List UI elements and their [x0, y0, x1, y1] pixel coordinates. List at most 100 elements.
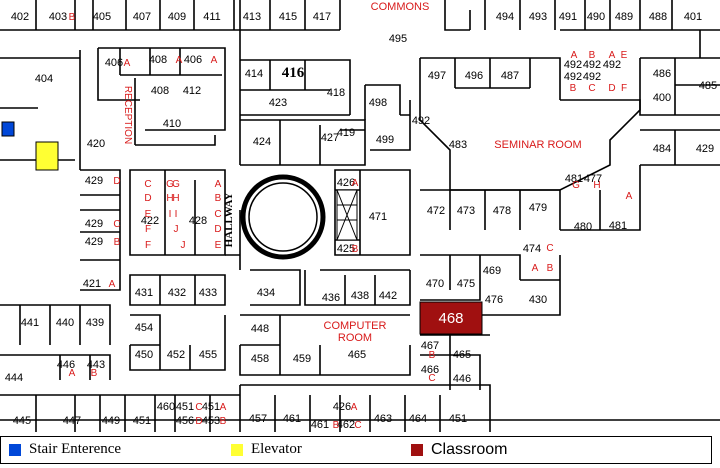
room-label-467: 467 — [421, 340, 439, 352]
room-label-479: 479 — [529, 202, 547, 214]
room-label-493: 493 — [529, 11, 547, 23]
legend-label-elevator: Elevator — [251, 441, 302, 457]
room-label-478: 478 — [493, 205, 511, 217]
room-suffix-label: B — [91, 368, 98, 379]
room-label-441: 441 — [21, 317, 39, 329]
stairs-426 — [336, 189, 358, 241]
room-suffix-label: H — [166, 193, 173, 204]
room-label-451: 451 — [133, 415, 151, 427]
room-label-461: 461 — [283, 413, 301, 425]
room-label-446: 446 — [453, 373, 471, 385]
room-suffix-label: B — [333, 420, 340, 431]
reception-label: RECEPTION — [122, 86, 133, 144]
room-suffix-label: C — [113, 219, 120, 230]
room-suffix-label: A — [211, 55, 218, 66]
room-label-426: 426 — [337, 177, 355, 189]
room-label-429: 429 — [696, 143, 714, 155]
atrium-circle — [240, 174, 326, 260]
room-label-408: 408 — [149, 54, 167, 66]
room-label-456: 456 — [176, 415, 194, 427]
room-label-403: 403 — [49, 11, 67, 23]
room-suffix-label: I — [169, 209, 172, 220]
room-label-430: 430 — [529, 294, 547, 306]
room-label-415: 415 — [279, 11, 297, 23]
room-label-471: 471 — [369, 211, 387, 223]
stair-swatch-icon — [9, 443, 21, 456]
room-label-429: 429 — [85, 218, 103, 230]
room-suffix-label: E — [215, 240, 222, 251]
room-label-444: 444 — [5, 372, 23, 384]
room-suffix-label: B — [570, 83, 577, 94]
room-label-406: 406 — [105, 57, 123, 69]
room-suffix-label: D — [214, 224, 221, 235]
room-label-413: 413 — [243, 11, 261, 23]
room-suffix-label: A — [69, 368, 76, 379]
room-label-459: 459 — [293, 353, 311, 365]
legend-item-stair: Stair Enterence — [9, 441, 121, 458]
legend-item-elevator: Elevator — [231, 441, 302, 458]
room-suffix-label: E — [621, 50, 628, 61]
room-suffix-label: A — [220, 402, 227, 413]
room-label-438: 438 — [351, 290, 369, 302]
room-label-483: 483 — [449, 139, 467, 151]
room-label-406: 406 — [184, 54, 202, 66]
room-suffix-label: A — [609, 50, 616, 61]
room-suffix-label: A — [351, 402, 358, 413]
room-label-492: 492 — [564, 59, 582, 71]
room-label-488: 488 — [649, 11, 667, 23]
room-label-414: 414 — [245, 68, 263, 80]
room-label-428: 428 — [189, 215, 207, 227]
room-label-465: 465 — [453, 349, 471, 361]
room-label-485: 485 — [699, 80, 717, 92]
room-label-422: 422 — [141, 215, 159, 227]
room-label-411: 411 — [203, 11, 221, 23]
room-label-451: 451 — [176, 401, 194, 413]
commons-label: COMMONS — [371, 1, 430, 13]
room-label-407: 407 — [133, 11, 151, 23]
classroom-468[interactable] — [419, 301, 483, 335]
room-label-472: 472 — [427, 205, 445, 217]
room-label-490: 490 — [587, 11, 605, 23]
room-label-451: 451 — [202, 401, 220, 413]
room-label-492: 492 — [603, 59, 621, 71]
room-label-436: 436 — [322, 292, 340, 304]
room-suffix-label: B — [220, 416, 227, 427]
room-label-401: 401 — [684, 11, 702, 23]
room-label-431: 431 — [135, 287, 153, 299]
room-label-445: 445 — [13, 415, 31, 427]
elevator-swatch-icon — [231, 443, 243, 456]
room-suffix-label: C — [428, 373, 435, 384]
room-suffix-label: A — [124, 58, 131, 69]
room-label-469: 469 — [483, 265, 501, 277]
room-label-465: 465 — [348, 349, 366, 361]
room-suffix-label: B — [114, 237, 121, 248]
room-suffix-label: C — [214, 209, 221, 220]
room-label-470: 470 — [426, 278, 444, 290]
room-suffix-label: C — [354, 420, 361, 431]
room-label-492: 492 — [412, 115, 430, 127]
room-label-427: 427 — [321, 132, 339, 144]
seminar-room-label: SEMINAR ROOM — [494, 139, 581, 151]
room-suffix-label: A — [215, 179, 222, 190]
room-label-489: 489 — [615, 11, 633, 23]
room-label-498: 498 — [369, 97, 387, 109]
classroom-swatch-icon — [411, 444, 423, 456]
room-label-497: 497 — [428, 70, 446, 82]
room-label-400: 400 — [653, 92, 671, 104]
room-label-416: 416 — [282, 65, 305, 81]
room-label-461: 461 — [311, 419, 329, 431]
room-label-449: 449 — [102, 415, 120, 427]
room-label-433: 433 — [199, 287, 217, 299]
stair-entrance-marker — [1, 121, 15, 137]
room-suffix-label: D — [608, 83, 615, 94]
room-label-421: 421 — [83, 278, 101, 290]
room-label-495: 495 — [389, 33, 407, 45]
legend-label-stair: Stair Enterence — [29, 441, 122, 457]
room-label-412: 412 — [183, 85, 201, 97]
room-label-462: 462 — [337, 419, 355, 431]
room-label-447: 447 — [63, 415, 81, 427]
room-suffix-label: B — [215, 193, 222, 204]
atrium-inner-circle — [248, 182, 318, 252]
